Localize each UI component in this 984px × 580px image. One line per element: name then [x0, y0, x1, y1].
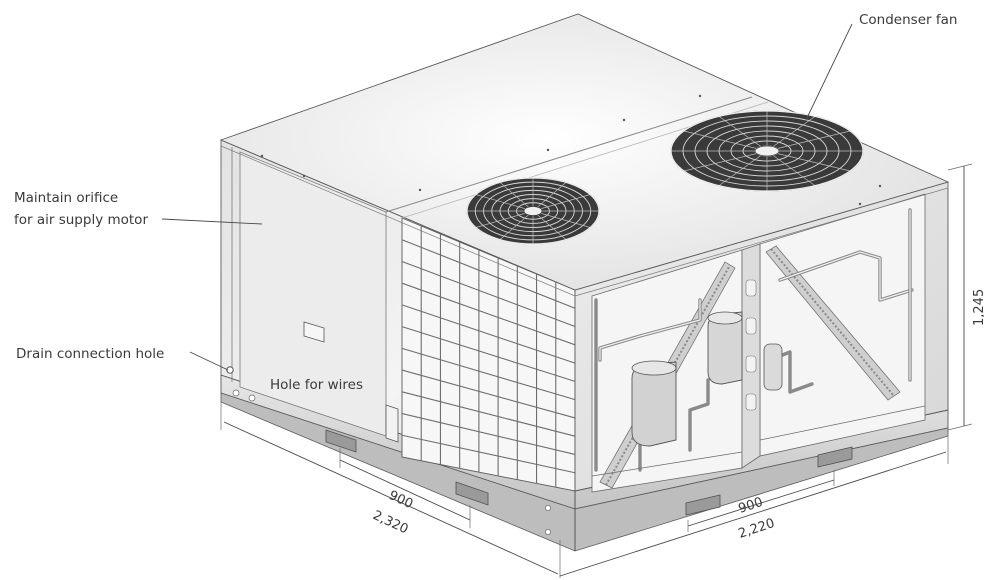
accumulator	[763, 343, 783, 391]
compressor	[631, 360, 677, 447]
dim-side-outer: 2,220	[737, 516, 777, 542]
label-drain-connection-hole: Drain connection hole	[16, 346, 164, 362]
leader-lines	[161, 23, 853, 371]
dim-line-side-outer	[559, 451, 947, 577]
drain-hole	[226, 366, 234, 374]
forklift-slot	[455, 481, 489, 506]
forklift-slot	[817, 446, 853, 468]
condenser-fan-right	[670, 110, 864, 192]
condenser-grille	[401, 217, 576, 492]
label-hole-for-wires: Hole for wires	[270, 377, 363, 393]
forklift-slot	[325, 429, 357, 453]
top-panel	[219, 13, 950, 297]
dim-line-side-inner	[687, 479, 835, 527]
label-maintain-orifice-line2: for air supply motor	[14, 212, 148, 228]
dim-front-outer: 2,320	[370, 508, 410, 537]
coil-right	[765, 245, 901, 401]
dim-line-front-inner	[339, 459, 471, 521]
dim-line-front-outer	[223, 421, 559, 575]
label-maintain-orifice-line1: Maintain orifice	[14, 190, 118, 206]
dim-front-inner: 900	[386, 488, 415, 512]
dim-height: 1,245	[972, 289, 984, 326]
dimension-lines	[220, 163, 973, 578]
right-face	[574, 181, 949, 493]
dim-side-inner: 900	[737, 495, 765, 517]
wire-hole	[385, 404, 399, 443]
access-plate	[303, 321, 325, 343]
compressor	[707, 311, 743, 385]
forklift-slot	[685, 494, 721, 516]
condenser-fan-left	[466, 177, 600, 245]
label-condenser-fan: Condenser fan	[859, 12, 957, 28]
refrigerant-piping	[594, 208, 914, 472]
